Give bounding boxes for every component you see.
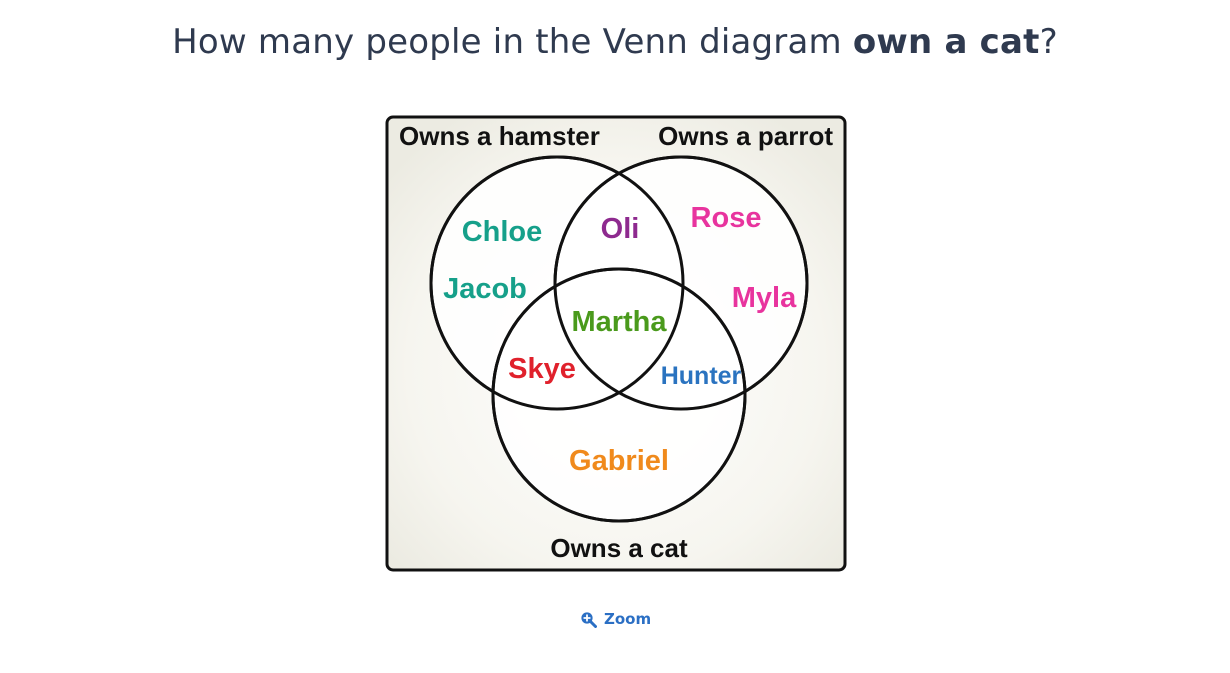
question-text: How many people in the Venn diagram own … [0,22,1230,62]
question-prefix: How many people in the Venn diagram [172,22,853,62]
name-rose: Rose [691,202,762,234]
name-myla: Myla [732,282,797,314]
zoom-button[interactable]: Zoom [580,608,651,630]
name-oli: Oli [601,213,640,245]
venn-diagram-image: Owns a hamster Owns a parrot Owns a cat … [385,115,847,572]
name-hunter: Hunter [661,362,742,390]
zoom-in-icon [580,611,597,628]
name-jacob: Jacob [443,273,527,305]
question-emphasis: own a cat [852,22,1040,62]
name-gabriel: Gabriel [569,445,669,477]
hamster-label: Owns a hamster [399,121,600,151]
parrot-label: Owns a parrot [658,121,833,151]
name-chloe: Chloe [462,216,543,248]
cat-label: Owns a cat [550,533,688,563]
zoom-label: Zoom [604,610,652,628]
venn-diagram: Owns a hamster Owns a parrot Owns a cat … [385,115,847,572]
name-martha: Martha [571,306,667,338]
name-skye: Skye [508,353,576,385]
question-suffix: ? [1039,22,1058,62]
